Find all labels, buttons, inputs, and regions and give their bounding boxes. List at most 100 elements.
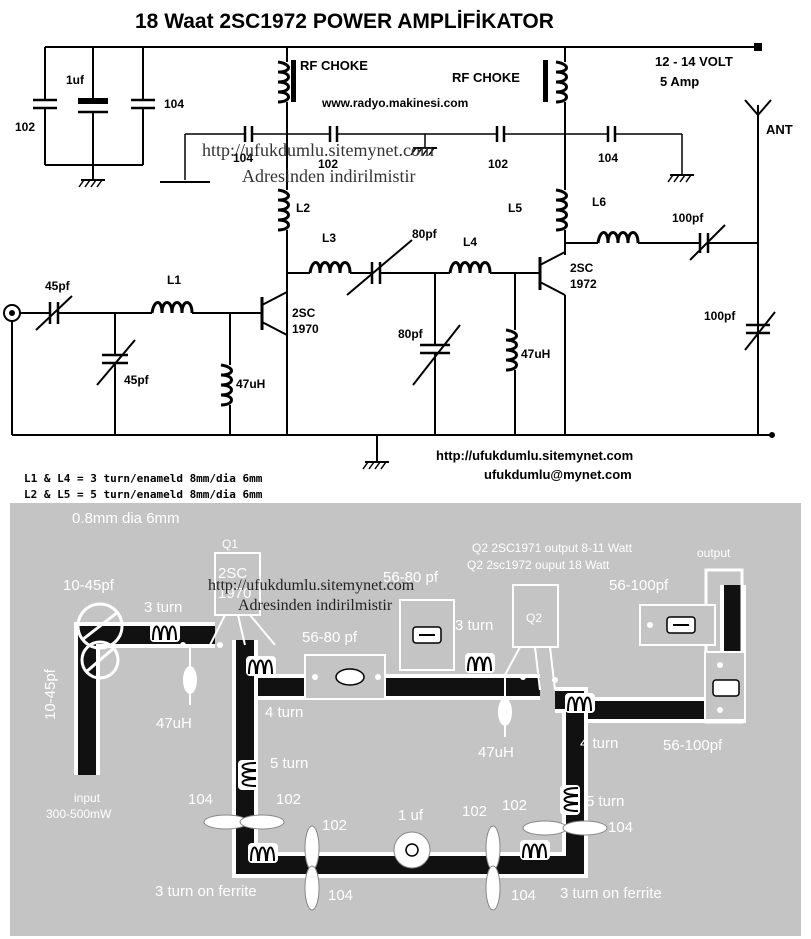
pcb-ferrite-b [519, 839, 551, 861]
pcb-c102-a-label: 102 [276, 791, 301, 808]
pcb-q1-part: 2SC [218, 565, 247, 582]
c-100pf-a-label: 100pf [672, 211, 704, 225]
pcb-wire-spec: 0.8mm dia 6mm [72, 510, 180, 527]
pcb-q1-lead-e [237, 614, 246, 646]
transistor-q2 [538, 251, 566, 435]
ground-terminal [769, 432, 775, 438]
ground-symbol-bottom [362, 461, 390, 470]
pcb-coil-4turn-b [564, 692, 596, 714]
l5-label: L5 [508, 201, 522, 215]
trimmer-80pf-a-arrow [346, 239, 413, 296]
pcb-coil-5turn-b [559, 784, 581, 816]
pcb-47uh-a-label: 47uH [156, 715, 192, 732]
supply-voltage: 12 - 14 VOLT [655, 54, 733, 69]
pcb-coil-5turn-b-label: 5 turn [586, 793, 624, 810]
pcb-q1-label: Q1 [222, 537, 238, 551]
pcb-trimmer-56-80-a [304, 654, 386, 700]
pcb-trim-56-100-a-label: 56-100pf [609, 577, 669, 594]
pcb-coil-3turn-b [464, 652, 496, 674]
pcb-c104-d-label: 104 [608, 819, 633, 836]
inductor-l4 [448, 261, 492, 275]
c-80pf-b-label: 80pf [398, 327, 424, 341]
pcb-trim-10-45-b-label: 10-45pf [42, 668, 59, 720]
pcb-watermark-text: Adresinden indirilmistir [238, 597, 393, 614]
pcb-trim-56-100-b-label: 56-100pf [663, 737, 723, 754]
pcb-q2-lead-b [504, 646, 521, 676]
pcb-47uh-b-label: 47uH [478, 744, 514, 761]
pcb-cap-1uf [393, 831, 431, 869]
q2-number: 1972 [570, 277, 597, 291]
input-connector-pin [9, 310, 15, 316]
antenna-arm-left [744, 99, 759, 116]
pcb-c104-b-label: 104 [328, 887, 353, 904]
pcb-cap-104-d [562, 820, 608, 836]
pcb-q2-lead-e [534, 646, 541, 691]
pcb-cap-1uf-mark [405, 843, 419, 857]
inductor-l5 [554, 188, 568, 232]
antenna-arm-right [757, 99, 772, 116]
pcb-q2-note-1: Q2 2SC1971 output 8-11 Watt [472, 541, 633, 555]
pcb-watermark-url: http://ufukdumlu.sitemynet.com [208, 577, 415, 594]
pcb-cap-102-a [239, 814, 285, 830]
footer-url: http://ufukdumlu.sitemynet.com [436, 448, 633, 463]
pcb-coil-4turn-b-label: 4 turn [580, 735, 618, 752]
l-47uh-b-label: 47uH [521, 347, 550, 361]
cap-104-b-label: 104 [233, 151, 253, 165]
pcb-c102-b-label: 102 [322, 817, 347, 834]
ground-symbol-right [667, 174, 695, 183]
l6-label: L6 [592, 195, 606, 209]
watermark-text: Adresinden indirilmistir [242, 166, 415, 186]
supply-current: 5 Amp [660, 74, 699, 89]
l1-label: L1 [167, 273, 181, 287]
rf-choke-1 [276, 60, 290, 104]
pcb-trim-56-80-a-label: 56-80 pf [302, 629, 358, 646]
pcb-coil-3turn-a [149, 621, 181, 643]
pcb-cap-104-c [485, 865, 501, 911]
l2-label: L2 [296, 201, 310, 215]
inductor-l3 [308, 261, 352, 275]
pcb-coil-3turn-a-label: 3 turn [144, 599, 182, 616]
cap-104-label: 104 [164, 97, 184, 111]
trimmer-45pf-b-arrow [96, 339, 136, 386]
cap-102-c-label: 102 [488, 157, 508, 171]
pcb-q1-lead-b [209, 614, 226, 646]
cap-102-b-label: 102 [318, 157, 338, 171]
pcb-c104-a-label: 104 [188, 791, 213, 808]
q2-type: 2SC [570, 261, 594, 275]
pcb-input-power: 300-500mW [46, 807, 112, 821]
transistor-q1 [260, 291, 288, 336]
decoupling-cap-102 [33, 47, 57, 165]
decoupling-cap-1uf [78, 47, 108, 180]
q1-type: 2SC [292, 306, 316, 320]
pcb-trimmer-10-45-b [80, 640, 120, 680]
antenna-label: ANT [766, 122, 793, 137]
l3-label: L3 [322, 231, 336, 245]
schematic-title: 18 Waat 2SC1972 POWER AMPLİFİKATOR [135, 10, 554, 33]
c-45pf-a-label: 45pf [45, 279, 71, 293]
cap-102-label: 102 [15, 120, 35, 134]
rf-choke-1-label: RF CHOKE [300, 58, 368, 73]
pcb-trimmer-56-80-a-body [335, 668, 365, 686]
q1-number: 1970 [292, 322, 319, 336]
pcb-trimmer-10-45-b-slot [85, 646, 115, 674]
inductor-l6 [596, 231, 640, 245]
decoupling-cap-104 [131, 47, 155, 165]
pcb-q1-lead-c [249, 614, 276, 646]
pcb-c1uf-label: 1 uf [398, 807, 424, 824]
pcb-trimmer-56-100-b-body [712, 679, 740, 697]
inductor-47uh-b [504, 328, 518, 372]
c-80pf-a-label: 80pf [412, 227, 438, 241]
c-45pf-b-label: 45pf [124, 373, 150, 387]
rf-choke-2-label: RF CHOKE [452, 70, 520, 85]
trimmer-100pf-a-arrow [689, 224, 726, 261]
l-47uh-a-label: 47uH [236, 377, 265, 391]
pcb-q2-note-2: Q2 2sc1972 ouput 18 Watt [467, 558, 610, 572]
pcb-trimmer-10-45-a [76, 602, 124, 650]
pcb-trim-56-80-b-label: 56-80 pf [383, 569, 439, 586]
c-100pf-b-label: 100pf [704, 309, 736, 323]
watermark-url: http://ufukdumlu.sitemynet.com [202, 140, 434, 160]
trimmer-45pf-a-arrow [35, 295, 73, 331]
inductor-l1 [150, 301, 194, 315]
